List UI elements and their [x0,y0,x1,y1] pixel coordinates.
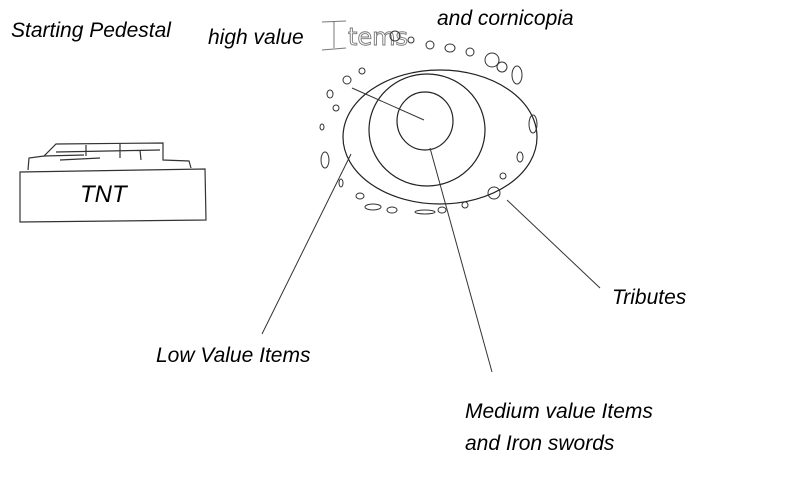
cornicopia-label: and cornicopia [437,7,574,30]
tribute [516,151,524,163]
tribute [342,75,352,85]
scribble-items-tail: tems [348,23,408,51]
leader-low-value [261,153,352,335]
tribute [484,52,500,68]
low-value-items-label: Low Value Items [156,344,311,367]
tnt-label: TNT [80,181,127,208]
tribute [465,47,475,57]
cornucopia-circles [342,69,538,205]
inner-circle-high-value [396,91,454,151]
middle-circle-medium-value [368,73,486,187]
tribute [487,186,501,200]
tribute [511,65,523,85]
tribute [319,123,325,131]
tribute [358,67,366,75]
tribute [320,151,330,169]
leader-lines [261,87,601,373]
items-scribble: tems [321,20,409,51]
pressure-plate [27,142,192,171]
tribute [386,206,398,214]
tribute [407,36,415,44]
tribute [425,40,435,50]
tribute [338,178,344,188]
leader-high-value [351,87,425,121]
starting-pedestal-label: Starting Pedestal [11,19,171,42]
tribute [437,206,447,214]
tribute [499,172,507,180]
tribute [332,104,340,112]
leader-tributes [506,199,601,289]
tribute [389,30,401,42]
scribble-i-glyph [321,20,347,51]
tribute [496,61,508,73]
tributes-label: Tributes [612,286,687,309]
tnt-block [19,142,207,223]
leader-medium-value [429,147,493,373]
pressure-plate-detail [43,144,161,161]
high-value-label: high value [208,26,304,49]
tribute [414,209,436,215]
outer-circle-low-value [342,69,538,205]
tribute [461,201,469,209]
tribute [364,203,382,211]
tribute [528,114,538,134]
tribute-markers [319,30,538,215]
tribute [326,89,334,99]
tribute [444,43,456,53]
medium-value-items-label: Medium value Items and Iron swords [465,400,653,455]
tribute [355,192,365,200]
tnt-block-body [19,168,207,223]
